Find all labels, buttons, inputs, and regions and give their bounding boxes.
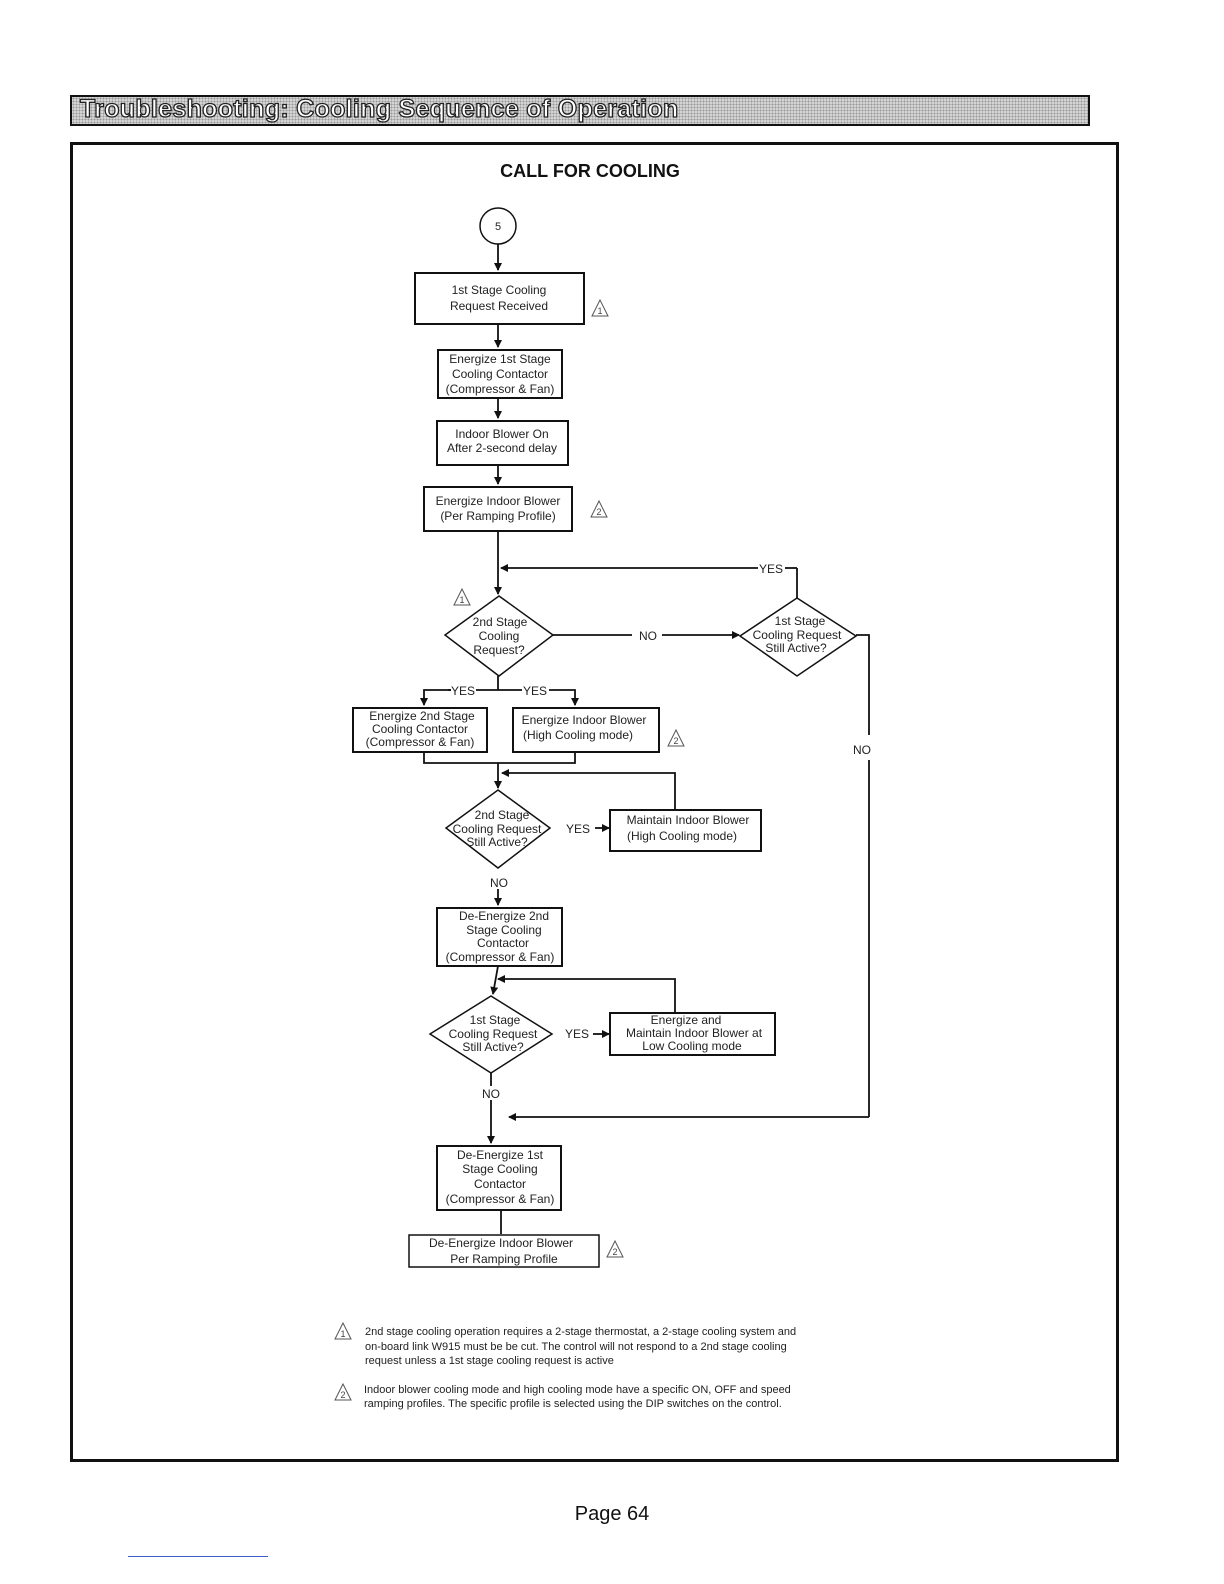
- process-box: Energize 1st Stage Cooling Contactor (Co…: [437, 349, 563, 399]
- yes-label: YES: [523, 684, 547, 698]
- note-marker-number: 1: [459, 595, 464, 605]
- box-text: Cooling Contactor: [452, 367, 548, 381]
- diagram-panel: [70, 142, 1119, 1462]
- note-marker-number: 1: [597, 306, 602, 316]
- decision-text: Cooling Request: [453, 822, 542, 836]
- decision-text: Still Active?: [765, 641, 827, 655]
- note-marker-icon: 1: [453, 587, 471, 606]
- process-box: 1st Stage Cooling Request Received: [414, 272, 585, 325]
- section-header-bar: Troubleshooting: Cooling Sequence of Ope…: [70, 94, 1090, 126]
- box-text: (Compressor & Fan): [446, 950, 555, 964]
- decision-diamond: 2nd Stage Cooling Request Still Active?: [444, 789, 552, 869]
- box-text: Energize Indoor Blower: [522, 713, 647, 727]
- note-marker-icon: 2: [606, 1239, 624, 1258]
- decision-text: Still Active?: [466, 835, 528, 849]
- footer-rule: [128, 1556, 268, 1557]
- box-text: (Per Ramping Profile): [440, 509, 555, 523]
- process-box: Energize 2nd Stage Cooling Contactor (Co…: [352, 707, 488, 753]
- note-marker-icon: [334, 1321, 352, 1340]
- box-text: Contactor: [474, 1177, 526, 1191]
- note-line: on-board link W915 must be be cut. The c…: [365, 1341, 787, 1353]
- box-text: Energize and: [651, 1013, 722, 1027]
- note-line: request unless a 1st stage cooling reque…: [365, 1355, 614, 1367]
- box-text: De-Energize 1st: [457, 1148, 544, 1162]
- decision-text: 2nd Stage: [475, 808, 530, 822]
- flow-labels: YES NO NO YES YES YES NO YES NO: [451, 562, 883, 1101]
- box-text: Stage Cooling: [462, 1162, 537, 1176]
- box-text: Request Received: [450, 299, 548, 313]
- box-text: Energize 2nd Stage: [369, 709, 475, 723]
- decision-text: Cooling: [479, 629, 520, 643]
- connector-lines: [420, 244, 870, 1234]
- box-text: (Compressor & Fan): [446, 382, 555, 396]
- box-text: Contactor: [477, 936, 529, 950]
- diagram-title: CALL FOR COOLING: [500, 161, 680, 181]
- note-marker-number: 2: [673, 736, 678, 746]
- box-text: (Compressor & Fan): [446, 1192, 555, 1206]
- no-label: NO: [482, 1087, 500, 1101]
- note-line: 2nd stage cooling operation requires a 2…: [365, 1326, 796, 1338]
- box-text: Maintain Indoor Blower at: [626, 1026, 763, 1040]
- box-text: (High Cooling mode): [523, 728, 633, 742]
- decision-text: Request?: [473, 643, 525, 657]
- note-marker-icon: [334, 1382, 352, 1401]
- box-text: Maintain Indoor Blower: [627, 813, 750, 827]
- start-connector-label: 5: [495, 221, 501, 233]
- note-1: 1 2nd stage cooling operation requires a…: [334, 1321, 796, 1367]
- note-marker-icon: 1: [591, 298, 609, 317]
- process-box: Energize Indoor Blower (High Cooling mod…: [512, 707, 660, 753]
- box-text: Cooling Contactor: [372, 722, 468, 736]
- section-title: Troubleshooting: Cooling Sequence of Ope…: [79, 94, 679, 123]
- yes-label: YES: [451, 684, 475, 698]
- process-box: Indoor Blower On After 2-second delay: [436, 420, 569, 466]
- process-box: Energize Indoor Blower (Per Ramping Prof…: [423, 486, 573, 532]
- decision-text: Cooling Request: [449, 1027, 538, 1041]
- box-text: Low Cooling mode: [642, 1039, 742, 1053]
- no-label: NO: [853, 743, 871, 757]
- process-box: De-Energize Indoor Blower Per Ramping Pr…: [408, 1234, 600, 1268]
- box-text: De-Energize 2nd: [459, 909, 549, 923]
- decision-diamond: 1st Stage Cooling Request Still Active?: [428, 995, 554, 1074]
- box-text: Per Ramping Profile: [450, 1252, 558, 1266]
- box-text: (Compressor & Fan): [366, 735, 475, 749]
- note-line: ramping profiles. The specific profile i…: [364, 1398, 782, 1410]
- note-marker-icon: 2: [590, 499, 608, 518]
- no-label: NO: [490, 876, 508, 890]
- decision-text: Cooling Request: [753, 628, 842, 642]
- process-box: Energize and Maintain Indoor Blower at L…: [609, 1012, 776, 1056]
- note-marker-number: 2: [340, 1390, 345, 1400]
- process-box: Maintain Indoor Blower (High Cooling mod…: [609, 809, 762, 852]
- box-text: Energize 1st Stage: [449, 352, 551, 366]
- decision-text: 1st Stage: [470, 1013, 521, 1027]
- box-text: (High Cooling mode): [627, 829, 737, 843]
- no-label: NO: [639, 629, 657, 643]
- process-box: De-Energize 2nd Stage Cooling Contactor …: [436, 907, 563, 967]
- decision-diamond: 2nd Stage Cooling Request?: [443, 595, 555, 677]
- process-box: De-Energize 1st Stage Cooling Contactor …: [436, 1145, 562, 1211]
- decision-diamond: 1st Stage Cooling Request Still Active?: [738, 597, 858, 677]
- note-marker-number: 2: [612, 1247, 617, 1257]
- yes-label: YES: [565, 1027, 589, 1041]
- box-text: De-Energize Indoor Blower: [429, 1236, 573, 1250]
- box-text: Energize Indoor Blower: [436, 494, 561, 508]
- decision-text: 2nd Stage: [473, 615, 528, 629]
- note-2: 2 Indoor blower cooling mode and high co…: [334, 1382, 791, 1410]
- box-text: 1st Stage Cooling: [452, 283, 547, 297]
- box-text: After 2-second delay: [447, 441, 557, 455]
- box-text: Stage Cooling: [466, 923, 541, 937]
- page-number: Page 64: [574, 1503, 650, 1525]
- decision-text: 1st Stage: [775, 614, 826, 628]
- decision-text: Still Active?: [462, 1040, 524, 1054]
- note-marker-number: 1: [340, 1329, 345, 1339]
- yes-label: YES: [759, 562, 783, 576]
- note-marker-icon: 2: [667, 728, 685, 747]
- note-marker-number: 2: [596, 507, 601, 517]
- box-text: Indoor Blower On: [455, 427, 548, 441]
- yes-label: YES: [566, 822, 590, 836]
- note-line: Indoor blower cooling mode and high cool…: [364, 1384, 791, 1396]
